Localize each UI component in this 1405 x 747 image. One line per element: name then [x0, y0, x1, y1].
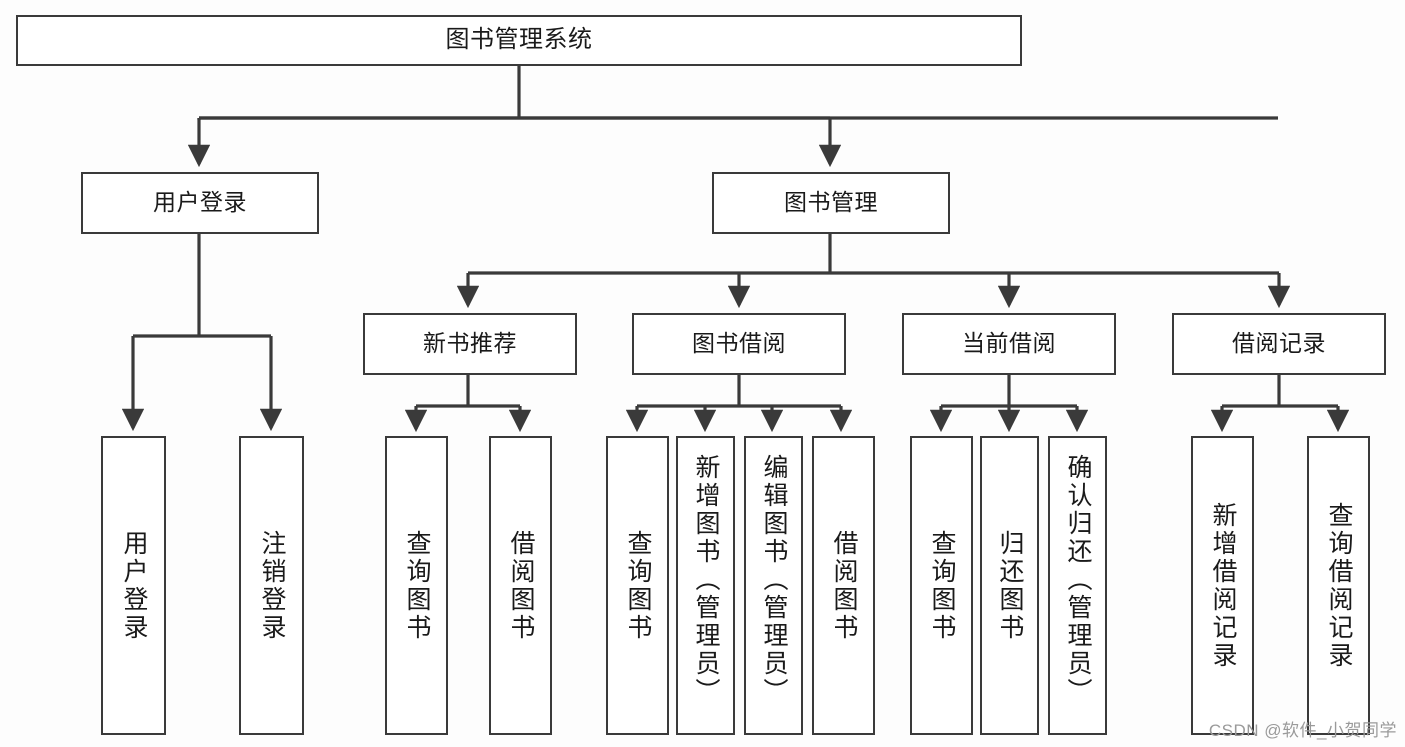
node-root-book-management-system[interactable]: 图书管理系统 — [16, 15, 1022, 66]
node-label: 新增图书（管理员） — [692, 454, 720, 706]
node-current-borrowing[interactable]: 当前借阅 — [902, 313, 1116, 375]
node-label: 新增借阅记录 — [1209, 501, 1237, 670]
node-label: 图书管理系统 — [445, 26, 593, 54]
node-label: 查询图书 — [928, 529, 956, 642]
leaf-borrow-book-new-rec[interactable]: 借阅图书 — [489, 436, 552, 735]
node-label: 新书推荐 — [423, 330, 517, 357]
node-label: 查询图书 — [403, 529, 431, 642]
node-user-login[interactable]: 用户登录 — [81, 172, 319, 234]
node-label: 借阅图书 — [830, 529, 858, 642]
node-label: 借阅记录 — [1232, 330, 1326, 357]
node-label: 图书借阅 — [692, 330, 786, 357]
leaf-user-login[interactable]: 用户登录 — [101, 436, 166, 735]
leaf-add-book-admin[interactable]: 新增图书（管理员） — [676, 436, 735, 735]
leaf-query-book-borrow[interactable]: 查询图书 — [606, 436, 669, 735]
leaf-edit-book-admin[interactable]: 编辑图书（管理员） — [744, 436, 803, 735]
leaf-query-book-current[interactable]: 查询图书 — [910, 436, 973, 735]
leaf-add-borrow-record[interactable]: 新增借阅记录 — [1191, 436, 1254, 735]
leaf-query-borrow-record[interactable]: 查询借阅记录 — [1307, 436, 1370, 735]
node-label: 用户登录 — [153, 189, 247, 216]
node-label: 用户登录 — [120, 529, 148, 642]
node-label: 归还图书 — [996, 529, 1024, 642]
node-label: 查询借阅记录 — [1325, 501, 1353, 670]
node-borrowing-record[interactable]: 借阅记录 — [1172, 313, 1386, 375]
node-label: 确认归还（管理员） — [1064, 454, 1092, 706]
watermark-text: CSDN @软件_小贺同学 — [1208, 721, 1397, 740]
node-new-book-recommendation[interactable]: 新书推荐 — [363, 313, 577, 375]
leaf-query-book-new-rec[interactable]: 查询图书 — [385, 436, 448, 735]
leaf-user-logout[interactable]: 注销登录 — [239, 436, 304, 735]
node-label: 注销登录 — [258, 529, 286, 642]
leaf-return-book[interactable]: 归还图书 — [980, 436, 1039, 735]
leaf-confirm-return-admin[interactable]: 确认归还（管理员） — [1048, 436, 1107, 735]
node-label: 当前借阅 — [962, 330, 1056, 357]
node-book-borrowing[interactable]: 图书借阅 — [632, 313, 846, 375]
node-book-management[interactable]: 图书管理 — [712, 172, 950, 234]
node-label: 借阅图书 — [507, 529, 535, 642]
node-label: 查询图书 — [624, 529, 652, 642]
node-label: 编辑图书（管理员） — [760, 454, 788, 706]
leaf-borrow-book-borrow[interactable]: 借阅图书 — [812, 436, 875, 735]
node-label: 图书管理 — [784, 189, 878, 216]
